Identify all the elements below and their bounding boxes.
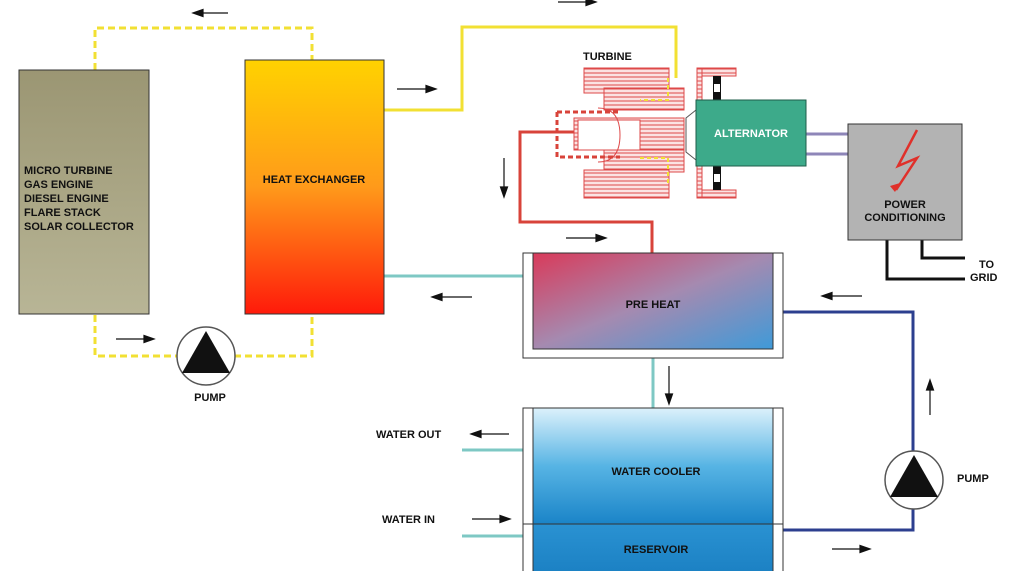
arrow-right-icon: [116, 334, 156, 344]
pump-right-label: PUMP: [957, 473, 989, 485]
power-conditioning-box: [847, 123, 963, 241]
preheat-label: PRE HEAT: [626, 299, 681, 311]
grid-label-line2: GRID: [970, 272, 998, 284]
arrow-right-icon: [472, 514, 512, 524]
turbine-rotor: [577, 107, 641, 163]
lightning-bolt-icon: [894, 129, 921, 191]
alternator-label: ALTERNATOR: [714, 128, 788, 140]
heat-source-box: [18, 69, 150, 315]
arrow-down-icon: [499, 158, 509, 199]
water-cooler-box: [532, 407, 774, 525]
arrow-left-icon: [469, 429, 509, 439]
arrow-right-icon: [558, 0, 598, 7]
water-out-label: WATER OUT: [376, 429, 441, 441]
arrow-right-icon: [566, 233, 608, 243]
grid-label-line1: TO: [979, 259, 995, 271]
preheat-box: [532, 252, 774, 350]
arrow-up-icon: [925, 378, 935, 415]
return-pipe: [783, 310, 915, 532]
grid-cables: [885, 240, 965, 281]
power-conditioning-line2: CONDITIONING: [864, 212, 945, 224]
steam-exhaust-pipe: [518, 130, 654, 253]
arrow-left-icon: [191, 8, 228, 18]
turbine-label: TURBINE: [583, 51, 632, 63]
reservoir-box: [532, 523, 774, 571]
water-in-label: WATER IN: [382, 514, 435, 526]
heat-source-labels: MICRO TURBINE GAS ENGINE DIESEL ENGINE F…: [24, 165, 134, 233]
svg-text:FLARE STACK: FLARE STACK: [24, 207, 101, 219]
source-loop-pipe: [93, 26, 314, 358]
turbine-flow-dashes: [555, 110, 620, 159]
svg-text:GAS ENGINE: GAS ENGINE: [24, 179, 93, 191]
arrow-left-icon: [820, 291, 862, 301]
hot-fluid-pipe: [384, 25, 678, 112]
turbine-inlet-dashes: [640, 78, 669, 185]
lightning-bolt-tip: [890, 183, 900, 192]
svg-text:MICRO TURBINE: MICRO TURBINE: [24, 165, 113, 177]
alternator-box: [695, 99, 807, 167]
svg-text:DIESEL ENGINE: DIESEL ENGINE: [24, 193, 109, 205]
pump-left: [176, 326, 236, 386]
reservoir-label: RESERVOIR: [624, 544, 689, 556]
water-cooler-label: WATER COOLER: [611, 466, 700, 478]
arrow-down-icon: [664, 366, 674, 406]
cooling-pipes: [384, 274, 655, 538]
arrow-right-icon: [832, 544, 872, 554]
arrow-left-icon: [430, 292, 472, 302]
pump-left-label: PUMP: [194, 392, 226, 404]
power-cables: [806, 132, 848, 156]
heat-exchanger-box: [244, 59, 385, 315]
arrow-right-icon: [397, 84, 438, 94]
pump-right: [884, 450, 944, 510]
svg-text:SOLAR COLLECTOR: SOLAR COLLECTOR: [24, 221, 134, 233]
flow-arrows: [116, 0, 935, 554]
heat-exchanger-label: HEAT EXCHANGER: [263, 174, 366, 186]
power-conditioning-line1: POWER: [884, 199, 926, 211]
